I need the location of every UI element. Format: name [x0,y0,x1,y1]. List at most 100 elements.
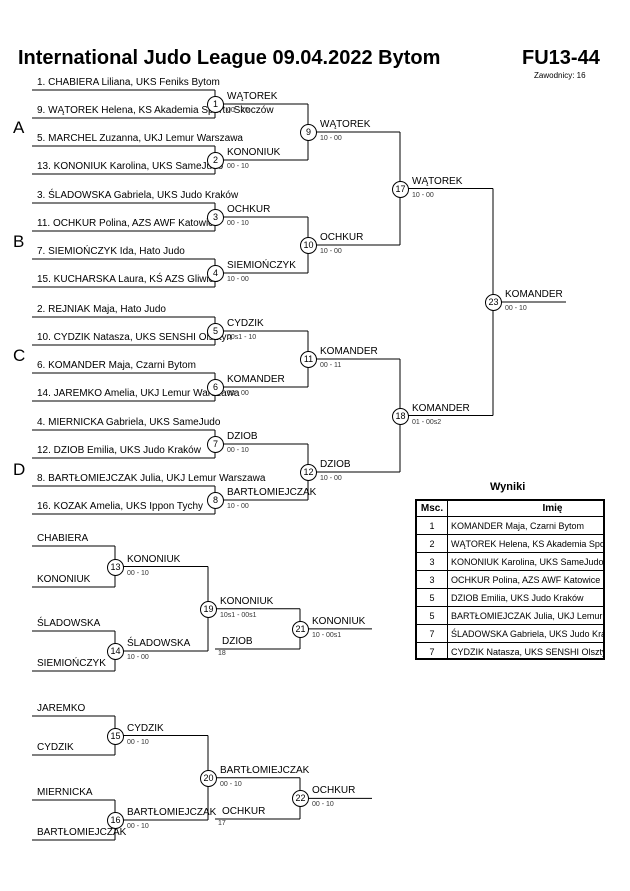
match-13-winner: KONONIUK [127,553,181,565]
repechage-competitor: CHABIERA [37,533,89,544]
match-7-number: 7 [207,436,224,453]
match-12-score: 10 - 00 [320,475,342,482]
match-6-winner: KOMANDER [227,374,285,385]
results-place: 2 [417,534,448,553]
match-21-score: 10 - 00s1 [312,631,342,639]
match-22-opponent-note: 17 [218,820,226,827]
results-place: 3 [417,552,448,571]
entry-competitor: 7. SIEMIOŃCZYK Ida, Hato Judo [37,246,185,257]
match-14-winner: ŚLADOWSKA [127,638,191,649]
match-20-score: 00 - 10 [220,780,242,788]
match-3-winner: OCHKUR [227,204,271,215]
match-4-score: 10 - 00 [227,276,249,283]
match-19-winner: KONONIUK [220,595,274,607]
repechage-competitor: KONONIUK [37,574,91,585]
match-22-opponent: OCHKUR [222,806,266,817]
repechage-competitor: ŚLADOWSKA [37,618,101,629]
match-1-number: 1 [207,96,224,113]
match-13-score: 00 - 10 [127,569,149,577]
match-21-opponent: DZIOB [222,636,253,647]
match-7-score: 00 - 10 [227,447,249,454]
entry-competitor: 14. JAREMKO Amelia, UKJ Lemur Warszawa [37,388,240,399]
match-18-winner: KOMANDER [412,402,470,414]
match-5-score: 00s1 - 10 [227,334,257,341]
results-name: ŚLADOWSKA Gabriela, UKS Judo Kraków [447,624,603,643]
pool-label: A [13,118,25,137]
page-title: International Judo League 09.04.2022 Byt… [18,47,441,69]
match-2-number: 2 [207,152,224,169]
match-12-number: 12 [300,464,317,481]
match-12-winner: DZIOB [320,459,351,470]
results-name: KOMANDER Maja, Czarni Bytom [447,516,603,535]
results-name: KONONIUK Karolina, UKS SameJudo [447,552,603,571]
competitor-count: Zawodnicy: 16 [534,71,586,80]
match-21-winner: KONONIUK [312,615,366,627]
entry-competitor: 3. ŚLADOWSKA Gabriela, UKS Judo Kraków [37,190,239,201]
match-23-number: 23 [485,294,502,311]
entry-competitor: 4. MIERNICKA Gabriela, UKS SameJudo [37,417,221,428]
match-22-number: 22 [292,790,309,808]
match-2-winner: KONONIUK [227,147,281,158]
pool-label: B [13,232,25,251]
results-place: 5 [417,588,448,607]
match-10-winner: OCHKUR [320,232,364,243]
results-place: 5 [417,606,448,625]
match-4-winner: SIEMIOŃCZYK [227,260,296,271]
match-22-score: 00 - 10 [312,801,334,809]
results-title: Wyniki [490,481,526,493]
repechage-competitor: BARTŁOMIEJCZAK [37,827,127,838]
match-19-number: 19 [200,600,217,618]
match-1-score: 00 - 10 [227,107,249,114]
repechage-competitor: SIEMIOŃCZYK [37,658,106,669]
entry-competitor: 9. WĄTOREK Helena, KS Akademia Sportu Sk… [37,105,274,116]
match-20-winner: BARTŁOMIEJCZAK [220,764,310,776]
results-name: BARTŁOMIEJCZAK Julia, UKJ Lemur Warszawa [447,606,603,625]
match-5-number: 5 [207,323,224,340]
match-3-number: 3 [207,209,224,226]
match-16-winner: BARTŁOMIEJCZAK [127,807,217,818]
match-16-score: 00 - 10 [127,823,149,830]
match-19-score: 10s1 - 00s1 [220,611,257,619]
match-15-score: 00 - 10 [127,738,149,746]
match-23-winner: KOMANDER [505,289,563,300]
results-name: DZIOB Emilia, UKS Judo Kraków [447,588,603,607]
entry-competitor: 16. KOZAK Amelia, UKS Ippon Tychy [37,501,204,512]
results-header-name: Imię [447,501,603,517]
match-11-winner: KOMANDER [320,346,378,357]
match-17-winner: WĄTOREK [412,175,463,187]
entry-competitor: 2. REJNIAK Maja, Hato Judo [37,304,166,315]
match-9-winner: WĄTOREK [320,119,371,130]
results-place: 3 [417,570,448,589]
match-5-winner: CYDZIK [227,318,264,329]
results-place: 1 [417,516,448,535]
results-header-row: Msc. Imię [417,501,603,517]
entry-competitor: 6. KOMANDER Maja, Czarni Bytom [37,360,196,371]
match-14-score: 10 - 00 [127,654,149,661]
match-10-score: 10 - 00 [320,248,342,255]
entry-competitor: 10. CYDZIK Natasza, UKS SENSHI Olsztyn [37,332,233,343]
match-15-winner: CYDZIK [127,722,164,734]
match-11-score: 00 - 11 [320,362,342,369]
match-17-score: 10 - 00 [412,191,434,199]
match-6-number: 6 [207,379,224,396]
repechage-competitor: MIERNICKA [37,787,93,798]
entry-competitor: 8. BARTŁOMIEJCZAK Julia, UKJ Lemur Warsz… [37,473,266,484]
match-15-number: 15 [107,727,124,745]
match-3-score: 00 - 10 [227,220,249,227]
match-6-score: 10 - 00 [227,390,249,397]
match-2-score: 00 - 10 [227,163,249,170]
repechage-competitor: JAREMKO [37,703,86,714]
match-13-number: 13 [107,558,124,576]
pool-label: C [13,346,26,365]
match-14-number: 14 [107,643,124,660]
entry-competitor: 13. KONONIUK Karolina, UKS SameJudo [37,161,224,172]
match-21-opponent-note: 18 [218,650,226,657]
